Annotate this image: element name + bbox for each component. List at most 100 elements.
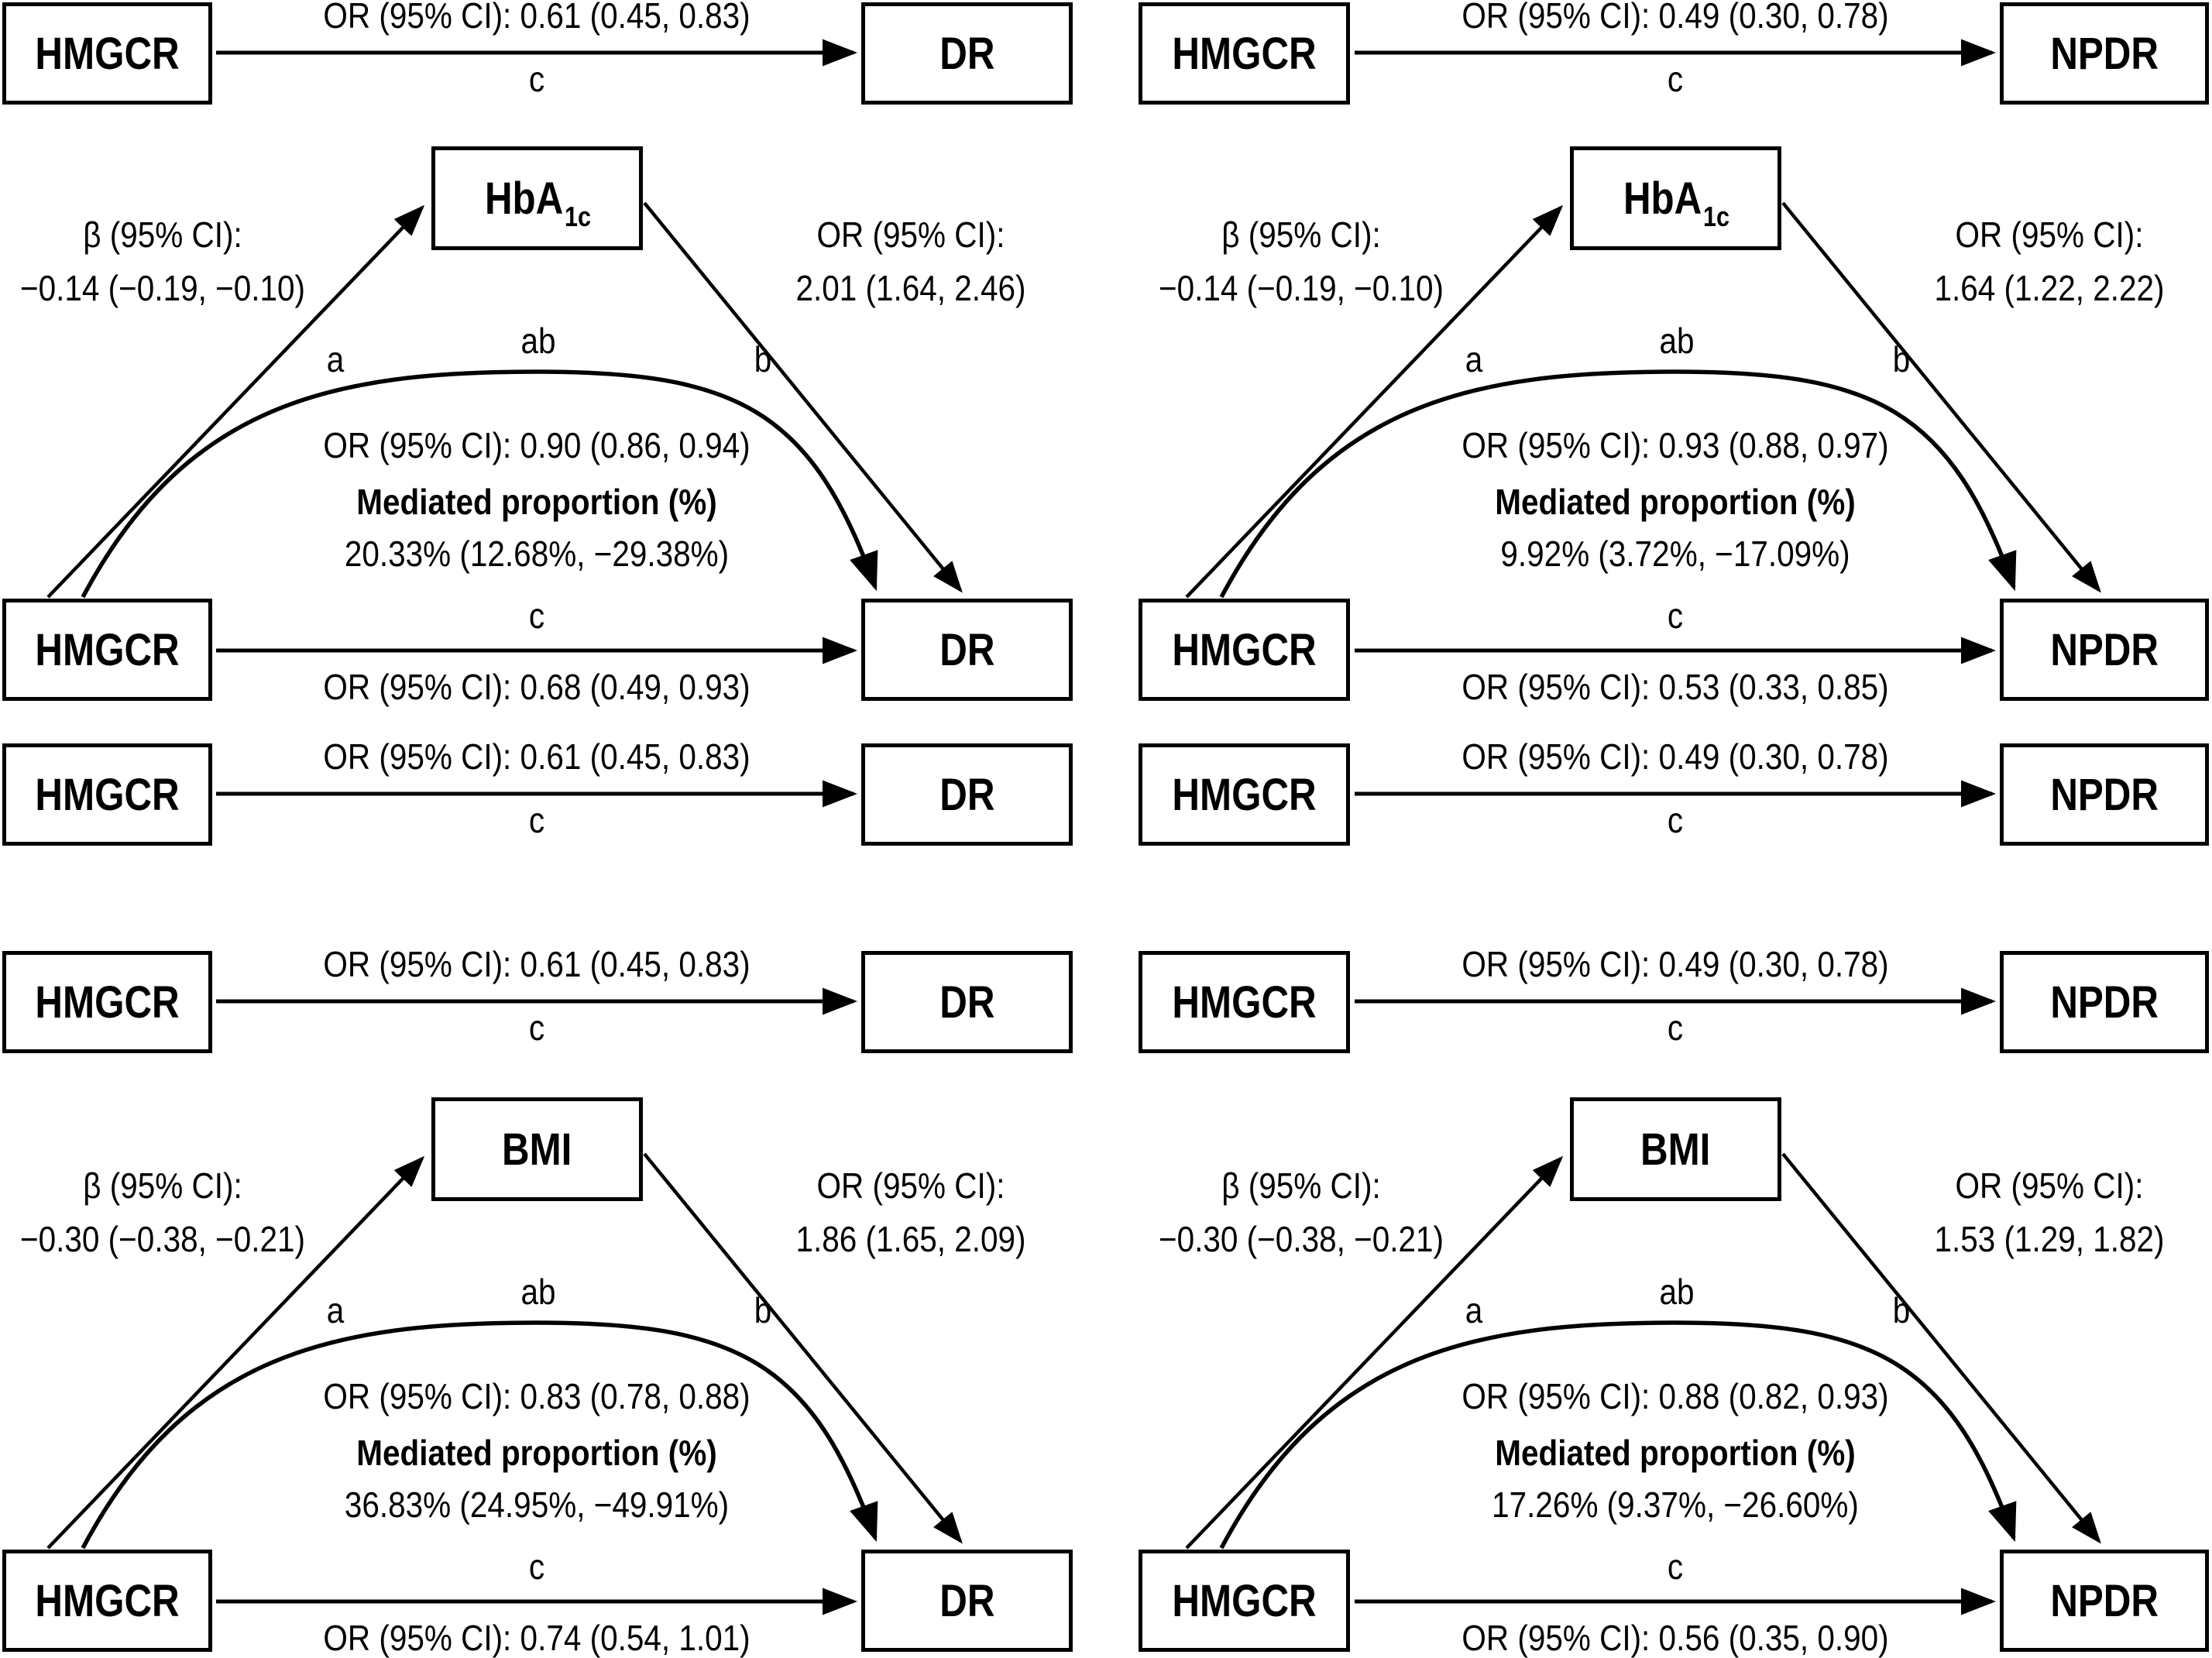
outcome-box: DR <box>861 599 1073 701</box>
path-a-label: a <box>1465 1290 1483 1330</box>
mediator-label: BMI <box>1640 1124 1711 1175</box>
a-path-line <box>46 204 425 599</box>
direct-c-label: c <box>1667 596 1684 636</box>
mediated-proportion-value: 36.83% (24.95%, −49.91%) <box>344 1485 730 1525</box>
mediator-box: BMI <box>1570 1097 1781 1201</box>
mediated-proportion-title: Mediated proportion (%) <box>1495 1433 1856 1473</box>
b-path-line <box>643 1152 963 1544</box>
path-c-label: c <box>528 800 545 840</box>
mediator-label: HbA1c <box>484 173 591 232</box>
path-b-label: b <box>754 1290 772 1330</box>
ab-or-label: OR (95% CI): 0.90 (0.86, 0.94) <box>323 425 750 465</box>
total-or-label: OR (95% CI): 0.49 (0.30, 0.78) <box>1462 736 1889 777</box>
exposure-box: HMGCR <box>2 2 212 105</box>
beta-value: −0.30 (−0.38, −0.21) <box>1159 1219 1444 1259</box>
path-ab-label: ab <box>520 1272 556 1312</box>
total-or-label: OR (95% CI): 0.49 (0.30, 0.78) <box>1462 944 1889 984</box>
outcome-box: DR <box>861 1550 1073 1652</box>
exposure-box: HMGCR <box>2 1550 212 1652</box>
direct-or-label: OR (95% CI): 0.74 (0.54, 1.01) <box>323 1618 750 1658</box>
outcome-box: NPDR <box>2000 743 2209 846</box>
mediator-label: HbA1c <box>1623 173 1729 232</box>
b-or-title: OR (95% CI): <box>816 1165 1005 1206</box>
path-ab-label: ab <box>520 321 556 361</box>
b-or-value: 2.01 (1.64, 2.46) <box>795 268 1026 308</box>
path-c-label: c <box>528 1008 545 1048</box>
b-or-value: 1.53 (1.29, 1.82) <box>1934 1219 2165 1259</box>
b-path-line <box>1781 1152 2101 1544</box>
beta-value: −0.14 (−0.19, −0.10) <box>1159 268 1444 308</box>
exposure-box: HMGCR <box>2 599 212 701</box>
outcome-box: DR <box>861 951 1073 1053</box>
mediator-subscript: 1c <box>1702 200 1729 232</box>
path-b-label: b <box>1892 339 1911 379</box>
outcome-box: DR <box>861 743 1073 846</box>
exposure-box: HMGCR <box>1139 2 1350 105</box>
beta-title: β (95% CI): <box>83 1165 242 1206</box>
mediator-box: HbA1c <box>431 146 643 250</box>
b-or-value: 1.64 (1.22, 2.22) <box>1934 268 2165 308</box>
b-path-line <box>1781 201 2101 593</box>
total-or-label: OR (95% CI): 0.61 (0.45, 0.83) <box>323 736 750 777</box>
path-b-label: b <box>754 339 772 379</box>
direct-or-label: OR (95% CI): 0.68 (0.49, 0.93) <box>323 667 750 707</box>
exposure-box: HMGCR <box>1139 1550 1350 1652</box>
beta-title: β (95% CI): <box>83 215 242 255</box>
direct-or-label: OR (95% CI): 0.56 (0.35, 0.90) <box>1462 1618 1889 1658</box>
a-path-line <box>1185 204 1564 599</box>
a-path-line <box>1185 1155 1564 1550</box>
mediator-box: BMI <box>431 1097 643 1201</box>
mediator-subscript: 1c <box>564 200 591 232</box>
path-a-label: a <box>326 1290 345 1330</box>
b-or-value: 1.86 (1.65, 2.09) <box>795 1219 1026 1259</box>
total-or-label: OR (95% CI): 0.61 (0.45, 0.83) <box>323 0 750 36</box>
b-or-title: OR (95% CI): <box>1955 1165 2144 1206</box>
ab-curve <box>81 1320 878 1550</box>
ab-curve <box>81 369 878 599</box>
path-c-label: c <box>528 59 545 99</box>
path-ab-label: ab <box>1659 1272 1695 1312</box>
outcome-box: DR <box>861 2 1073 105</box>
ab-or-label: OR (95% CI): 0.83 (0.78, 0.88) <box>323 1376 750 1416</box>
exposure-box: HMGCR <box>1139 951 1350 1053</box>
beta-value: −0.14 (−0.19, −0.10) <box>20 268 305 308</box>
mediator-label: BMI <box>502 1124 572 1175</box>
path-c-label: c <box>1667 1008 1684 1048</box>
outcome-label: DR <box>939 28 995 79</box>
path-ab-label: ab <box>1659 321 1695 361</box>
mediated-proportion-title: Mediated proportion (%) <box>1495 482 1856 522</box>
direct-or-label: OR (95% CI): 0.53 (0.33, 0.85) <box>1462 667 1889 707</box>
path-c-label: c <box>1667 800 1684 840</box>
mediated-proportion-title: Mediated proportion (%) <box>356 482 717 522</box>
outcome-box: NPDR <box>2000 951 2209 1053</box>
direct-c-label: c <box>1667 1546 1684 1587</box>
outcome-box: NPDR <box>2000 2 2209 105</box>
mediator-box: HbA1c <box>1570 146 1781 250</box>
beta-value: −0.30 (−0.38, −0.21) <box>20 1219 305 1259</box>
exposure-box: HMGCR <box>2 951 212 1053</box>
b-or-title: OR (95% CI): <box>816 215 1005 255</box>
mediated-proportion-value: 20.33% (12.68%, −29.38%) <box>344 534 730 574</box>
direct-c-label: c <box>528 1546 545 1587</box>
mediated-proportion-value: 9.92% (3.72%, −17.09%) <box>1500 534 1850 574</box>
total-or-label: OR (95% CI): 0.49 (0.30, 0.78) <box>1462 0 1889 36</box>
beta-title: β (95% CI): <box>1221 1165 1381 1206</box>
total-or-label: OR (95% CI): 0.61 (0.45, 0.83) <box>323 944 750 984</box>
path-a-label: a <box>326 339 345 379</box>
outcome-box: NPDR <box>2000 1550 2209 1652</box>
path-a-label: a <box>1465 339 1483 379</box>
ab-or-label: OR (95% CI): 0.93 (0.88, 0.97) <box>1462 425 1889 465</box>
beta-title: β (95% CI): <box>1221 215 1381 255</box>
exposure-box: HMGCR <box>2 743 212 846</box>
b-path-line <box>643 201 963 593</box>
a-path-line <box>46 1155 425 1550</box>
mediated-proportion-value: 17.26% (9.37%, −26.60%) <box>1492 1485 1859 1525</box>
mediated-proportion-title: Mediated proportion (%) <box>356 1433 717 1473</box>
outcome-box: NPDR <box>2000 599 2209 701</box>
ab-or-label: OR (95% CI): 0.88 (0.82, 0.93) <box>1462 1376 1889 1416</box>
path-c-label: c <box>1667 59 1684 99</box>
b-or-title: OR (95% CI): <box>1955 215 2144 255</box>
ab-curve <box>1219 1320 2017 1550</box>
exposure-box: HMGCR <box>1139 743 1350 846</box>
